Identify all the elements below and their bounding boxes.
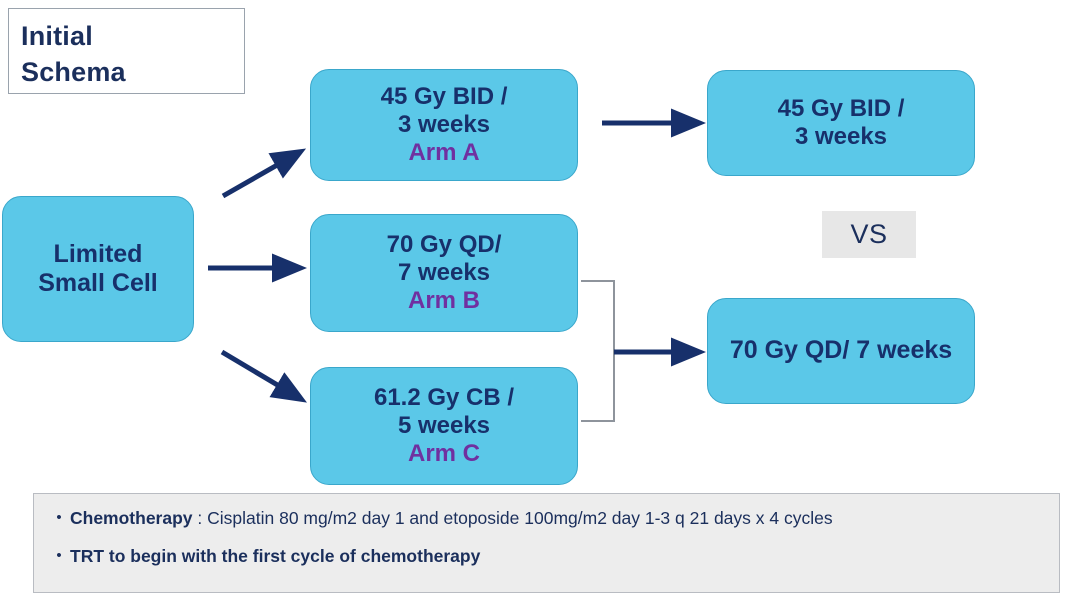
node-arm-a-line-1: 45 Gy BID / [380, 82, 508, 110]
node-arm-c-label: Arm C [407, 440, 480, 468]
node-arm-c-line-1: 61.2 Gy CB / [373, 383, 515, 411]
node-arm-c[interactable]: 61.2 Gy CB / 5 weeks Arm C [310, 367, 578, 485]
footnote-row-chemotherapy: • Chemotherapy : Cisplatin 80 mg/m2 day … [34, 507, 1059, 529]
node-outcome-top-line-1: 45 Gy BID / [777, 94, 905, 122]
node-arm-a-line-2: 3 weeks [397, 110, 491, 138]
node-arm-b-line-1: 70 Gy QD/ [386, 230, 502, 258]
comparison-vs-label: VS [822, 211, 916, 258]
node-arm-c-line-2: 5 weeks [397, 411, 491, 439]
node-limited-small-cell-line-2: Small Cell [38, 269, 158, 297]
node-outcome-top[interactable]: 45 Gy BID / 3 weeks [707, 70, 975, 176]
footnote-trt-bold: TRT to begin with the first cycle of che… [70, 546, 481, 566]
page-title-line-1: Initial [21, 21, 93, 51]
bracket-arm-b-arm-c [581, 280, 615, 422]
node-limited-small-cell-line-1: Limited [53, 239, 143, 268]
arrow-source-to-arm-c [220, 349, 308, 403]
node-outcome-bottom-line-1: 70 Gy QD/ 7 weeks [729, 336, 953, 365]
footnote-trt-text: TRT to begin with the first cycle of che… [70, 545, 480, 567]
node-outcome-top-line-2: 3 weeks [794, 123, 888, 150]
node-outcome-bottom[interactable]: 70 Gy QD/ 7 weeks [707, 298, 975, 404]
footnote-chemotherapy-bold: Chemotherapy [70, 508, 193, 528]
page-title-line-2: Schema [21, 57, 126, 87]
node-limited-small-cell[interactable]: Limited Small Cell [2, 196, 194, 342]
footnote-chemotherapy-text: Chemotherapy : Cisplatin 80 mg/m2 day 1 … [70, 507, 833, 529]
bullet-icon: • [56, 547, 62, 564]
node-arm-b-label: Arm B [407, 287, 480, 315]
bullet-icon: • [56, 509, 62, 526]
footnote-chemotherapy-regular: : Cisplatin 80 mg/m2 day 1 and etoposide… [192, 508, 833, 528]
footnote-row-trt: • TRT to begin with the first cycle of c… [34, 545, 1059, 567]
footnotes-panel: • Chemotherapy : Cisplatin 80 mg/m2 day … [33, 493, 1060, 593]
node-arm-a-label: Arm A [408, 139, 480, 167]
node-arm-b-line-2: 7 weeks [397, 258, 491, 286]
node-arm-a[interactable]: 45 Gy BID / 3 weeks Arm A [310, 69, 578, 181]
node-arm-b[interactable]: 70 Gy QD/ 7 weeks Arm B [310, 214, 578, 332]
arrow-source-to-arm-a [221, 148, 307, 199]
page-title: Initial Schema [8, 8, 245, 94]
